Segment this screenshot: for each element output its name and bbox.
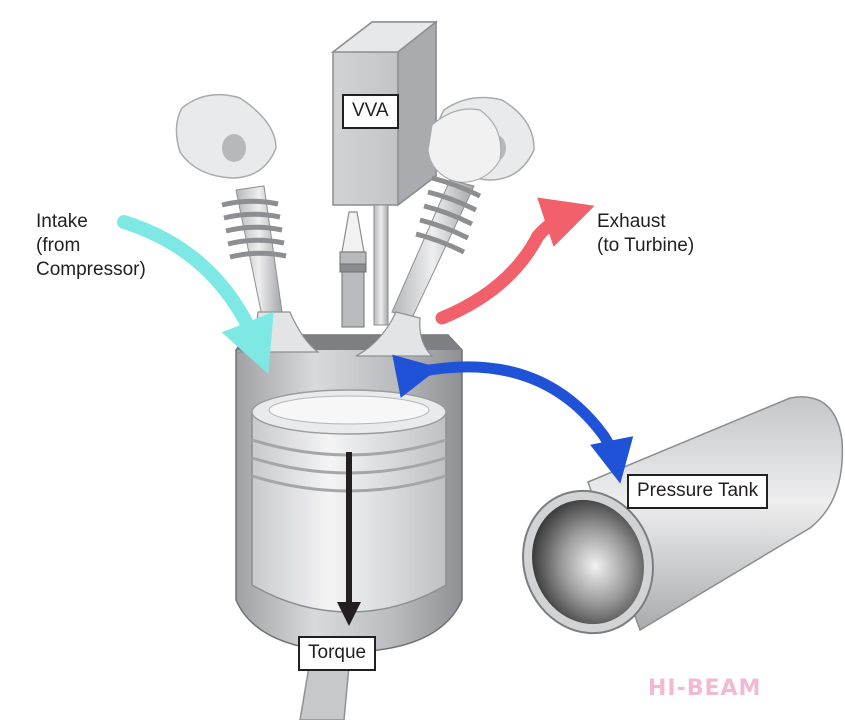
intake-arrow [117, 215, 274, 375]
pressure-tank-icon [522, 396, 844, 635]
vva-label: VVA [342, 94, 399, 129]
pressure-tank-label: Pressure Tank [627, 474, 769, 509]
torque-label: Torque [298, 636, 377, 671]
exhaust-valve-icon [355, 96, 535, 357]
intake-label: Intake (from Compressor) [36, 211, 146, 280]
exhaust-label: Exhaust (to Turbine) [597, 211, 695, 256]
spark-plug-icon [339, 211, 367, 328]
intake-valve-icon [175, 93, 320, 353]
exhaust-arrow [435, 197, 595, 325]
watermark-logo: HI-BEAM [648, 676, 762, 701]
pressure-tank-arrow [392, 354, 634, 484]
